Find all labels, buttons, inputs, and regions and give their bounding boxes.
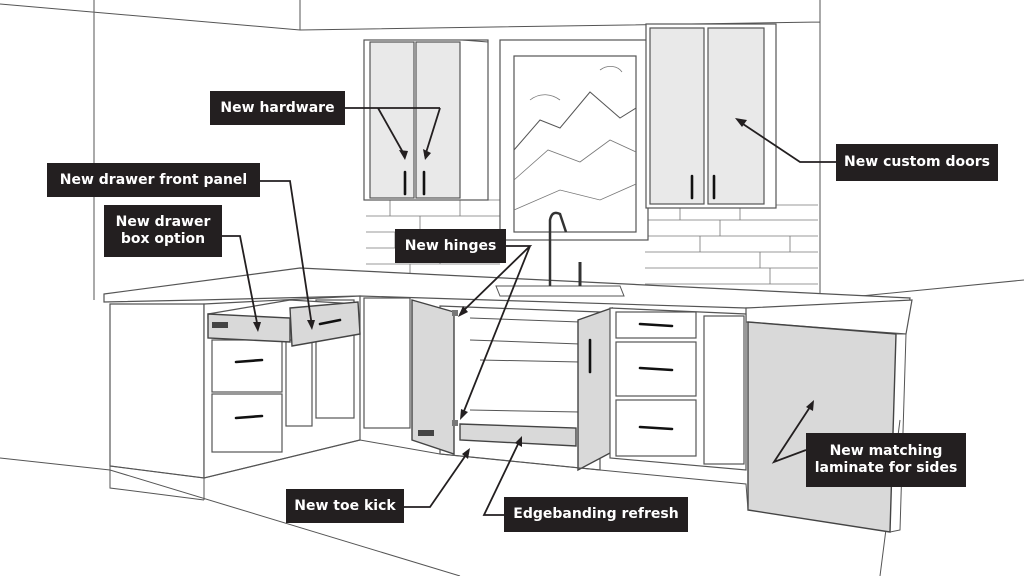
callout-new-matching-laminate-for-sides: New matching laminate for sides — [806, 433, 966, 487]
upper-cabinet-left — [363, 39, 489, 201]
window — [499, 39, 649, 241]
callout-edgebanding-refresh: Edgebanding refresh — [504, 497, 688, 532]
callout-new-custom-doors: New custom doors — [836, 144, 998, 181]
leader-lines — [222, 107, 836, 516]
open-drawer — [207, 299, 361, 347]
upper-cabinet-right — [645, 23, 777, 209]
callout-new-drawer-box-option: New drawer box option — [104, 205, 222, 257]
side-panel — [747, 321, 907, 533]
floor-lines — [109, 439, 749, 511]
callout-new-hardware: New hardware — [210, 91, 345, 125]
sink-cabinet — [411, 299, 613, 472]
callout-new-drawer-front-panel: New drawer front panel — [47, 163, 260, 197]
right-base-cabinets — [609, 307, 747, 471]
left-base-cabinets — [109, 295, 411, 479]
callout-new-hinges: New hinges — [395, 229, 506, 263]
callout-new-toe-kick: New toe kick — [286, 489, 404, 523]
